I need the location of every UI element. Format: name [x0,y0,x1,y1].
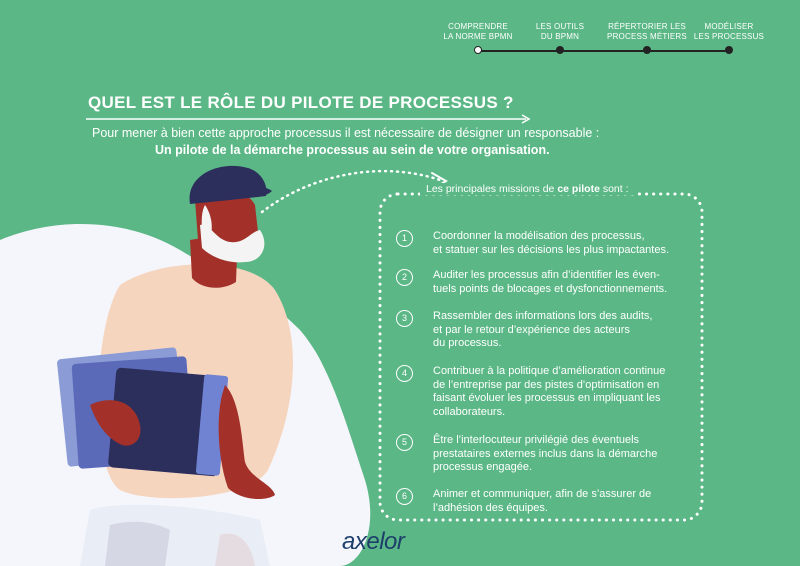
heading-text: Les principales missions de [426,183,558,195]
nav-dot-2 [556,46,564,54]
nav-dot-1 [474,46,482,54]
nav-step-label: la norme BPMN [443,32,513,41]
intro-highlight: Un pilote de la démarche processus au se… [155,143,550,157]
heading-bold: ce pilote [557,183,600,195]
mission-text: Contribuer à la politique d’amélioration… [433,365,695,419]
mission-line: collaborateurs. [433,405,506,418]
mission-line: processus engagée. [433,461,533,473]
nav-step-label: process métiers [607,32,687,41]
mission-text: Rassembler des informations lors des aud… [433,310,695,351]
mission-line: Contribuer à la politique d’amélioration… [433,365,666,377]
mission-line: prestataires externes inclus dans la dém… [433,447,658,460]
right-arm [218,385,275,500]
mission-number: 4 [396,365,413,382]
mission-line: du processus. [433,337,502,349]
beard [200,224,265,263]
mission-number: 3 [396,310,413,327]
nav-dot-4 [725,46,733,54]
nav-dot-3 [643,46,651,54]
mission-line: Animer et communiquer, afin de s’assurer… [433,488,652,500]
intro-text: Pour mener à bien cette approche process… [92,126,600,140]
mission-line: Être l’interlocuteur privilégié des éven… [433,434,640,446]
mission-line: faisant évoluer les processus en impliqu… [433,392,661,404]
page-title: QUEL EST LE RÔLE DU PILOTE DE PROCESSUS … [88,93,514,112]
mission-number: 1 [396,230,413,247]
mission-text: Coordonner la modélisation des processus… [433,230,695,257]
mission-line: Auditer les processus afin d’identifier … [433,269,660,281]
progress-nav: Comprendre la norme BPMN Les outils du B… [420,22,800,62]
cap [189,165,267,204]
mission-line: Coordonner la modélisation des processus… [433,230,645,242]
axelor-logo: axelor [342,528,405,555]
nav-step-label: Répertorier les [608,22,686,31]
nav-step-label: Comprendre [448,22,508,31]
mission-line: de l’entreprise par des pistes d’optimis… [433,378,660,391]
cap-visor [238,185,272,198]
mission-text: Animer et communiquer, afin de s’assurer… [433,488,695,515]
left-arm [90,400,141,446]
nav-step-label: les processus [693,32,765,41]
nav-step-label: du BPMN [540,32,580,41]
nav-step-label: Les outils [535,22,585,31]
mission-line: Rassembler des informations lors des aud… [433,310,653,322]
heading-text: sont : [599,183,629,195]
mission-line: et par le retour d’expérience des acteur… [433,323,630,336]
missions-heading: Les principales missions de ce pilote so… [420,183,635,195]
mission-text: Auditer les processus afin d’identifier … [433,269,695,296]
mission-line: l’adhésion des équipes. [433,501,548,514]
title-underline-arrow [86,114,531,124]
mission-number: 2 [396,269,413,286]
mission-text: Être l’interlocuteur privilégié des éven… [433,434,695,475]
nav-step-3[interactable]: Répertorier les process métiers [592,22,702,42]
mission-number: 6 [396,488,413,505]
nav-step-label: Modéliser [704,22,754,31]
nav-step-1[interactable]: Comprendre la norme BPMN [423,22,533,42]
folder-front [108,367,226,477]
figure-reflection [80,504,270,566]
mission-line: et statuer sur les décisions les plus im… [433,243,670,256]
nav-step-2[interactable]: Les outils du BPMN [505,22,615,42]
mission-number: 5 [396,434,413,451]
progress-line [478,50,729,52]
nav-step-4[interactable]: Modéliser les processus [674,22,784,42]
mission-line: tuels points de blocages et dysfonctionn… [433,282,668,295]
